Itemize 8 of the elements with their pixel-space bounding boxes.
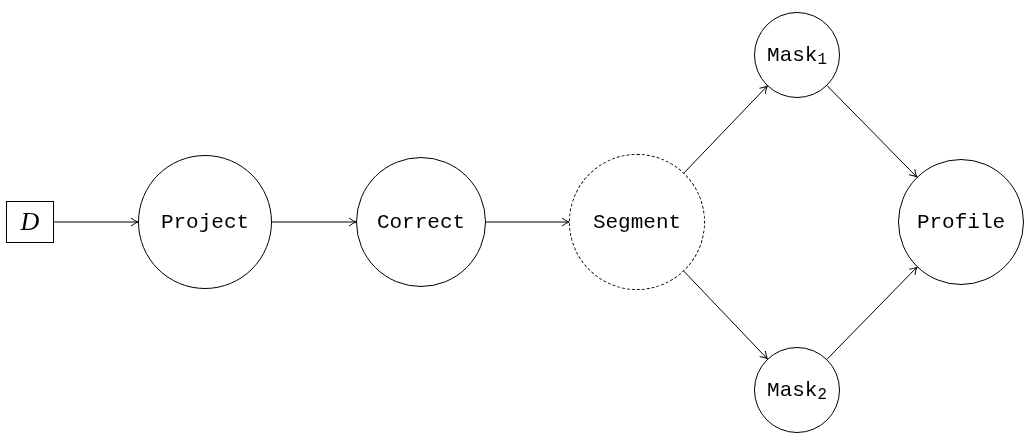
- node-label: Mask$_{1}$: [767, 44, 827, 66]
- node-label: Correct: [376, 211, 466, 233]
- node-label: Mask$_{2}$: [767, 379, 827, 401]
- node-label: Profile: [916, 211, 1006, 233]
- node-label: D: [20, 209, 40, 235]
- node-label: Segment: [592, 211, 682, 233]
- input-box: [6, 201, 54, 243]
- node-label: Project: [160, 211, 250, 233]
